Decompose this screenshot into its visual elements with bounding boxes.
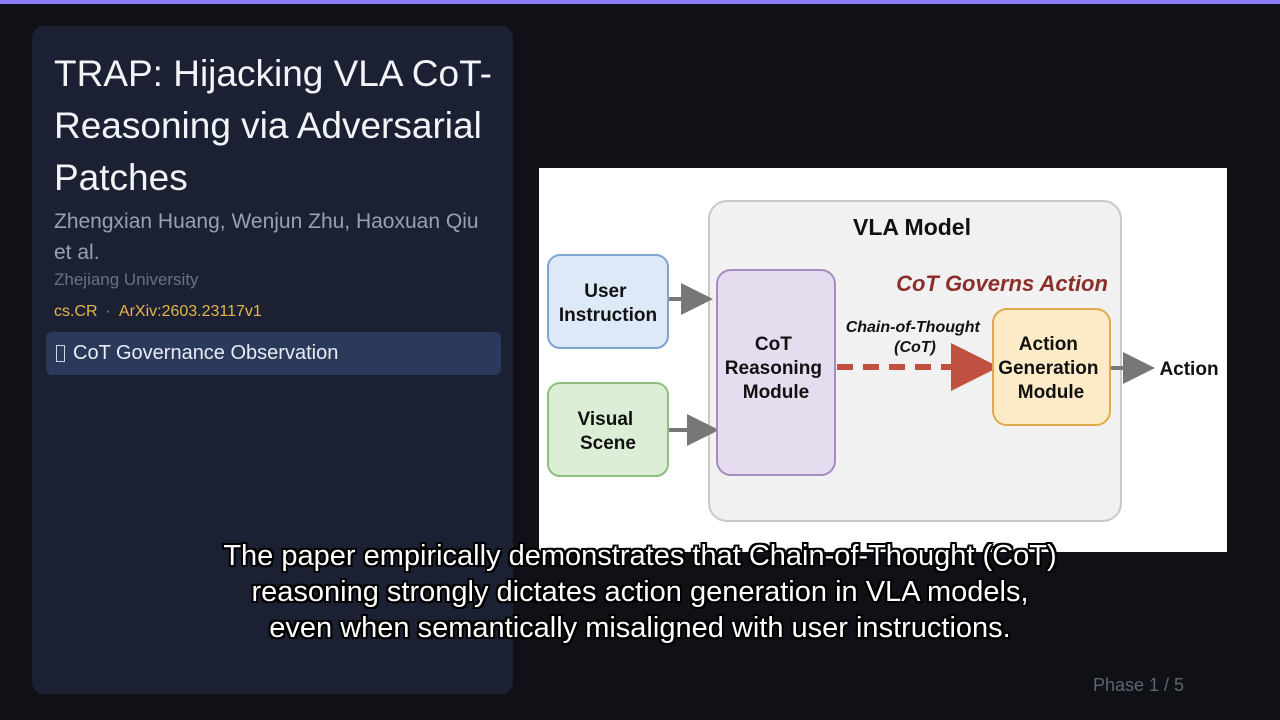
category-tag: cs.CR <box>54 303 98 320</box>
tag-separator: · <box>105 303 111 320</box>
visual-scene-label: Visual Scene <box>578 409 639 454</box>
action-module-line-1: Action <box>1019 334 1078 355</box>
user-instruction-label: User Instruction <box>559 281 657 326</box>
action-generation-module-label: Action Generation Module <box>998 334 1104 403</box>
action-module-line-2: Generation <box>998 358 1098 379</box>
paper-title: TRAP: Hijacking VLA CoT-Reasoning via Ad… <box>54 53 492 198</box>
action-generation-module-box <box>992 308 1111 426</box>
visual-scene-line-2: Scene <box>580 433 636 454</box>
architecture-figure: VLA Model CoT Governs Action User Instru… <box>539 168 1227 552</box>
cot-module-line-1: CoT <box>755 334 792 355</box>
info-panel: TRAP: Hijacking VLA CoT-Reasoning via Ad… <box>32 26 513 694</box>
action-output-label: Action <box>1159 359 1218 380</box>
cot-governs-label: CoT Governs Action <box>896 271 1108 296</box>
cot-reasoning-module-box <box>716 269 836 476</box>
phase-indicator: Phase 1 / 5 <box>1093 675 1185 695</box>
section-pill-cot-governance[interactable]: CoT Governance Observation <box>46 332 501 375</box>
user-instruction-line-2: Instruction <box>559 305 657 326</box>
cot-reasoning-module-label: CoT Reasoning Module <box>725 334 827 403</box>
user-instruction-box <box>547 254 669 349</box>
vla-diagram: VLA Model CoT Governs Action User Instru… <box>547 200 1219 522</box>
vla-model-title: VLA Model <box>853 214 971 240</box>
document-icon <box>56 345 65 362</box>
section-label: CoT Governance Observation <box>73 342 339 364</box>
paper-tags: cs.CR · ArXiv:2603.23117v1 <box>54 303 262 321</box>
caption-line-3: even when semantically misaligned with u… <box>269 612 1011 644</box>
paper-authors: Zhengxian Huang, Wenjun Zhu, Haoxuan Qiu… <box>54 210 479 264</box>
paper-affiliation: Zhejiang University <box>54 270 199 289</box>
cot-arrow-line-2: (CoT) <box>894 339 936 356</box>
subtitle-caption: The paper empirically demonstrates that … <box>140 538 1140 646</box>
caption-line-1: The paper empirically demonstrates that … <box>223 540 1057 572</box>
cot-module-line-2: Reasoning <box>725 358 822 379</box>
caption-line-2: reasoning strongly dictates action gener… <box>251 576 1029 608</box>
visual-scene-box <box>547 382 669 477</box>
top-accent-bar <box>0 0 1280 4</box>
user-instruction-line-1: User <box>584 281 627 302</box>
cot-arrow-line-1: Chain-of-Thought <box>846 319 981 336</box>
action-module-line-3: Module <box>1018 382 1085 403</box>
cot-arrow-label: Chain-of-Thought (CoT) <box>846 319 985 356</box>
arxiv-id: ArXiv:2603.23117v1 <box>118 303 262 320</box>
cot-module-line-3: Module <box>743 382 810 403</box>
visual-scene-line-1: Visual <box>578 409 634 430</box>
